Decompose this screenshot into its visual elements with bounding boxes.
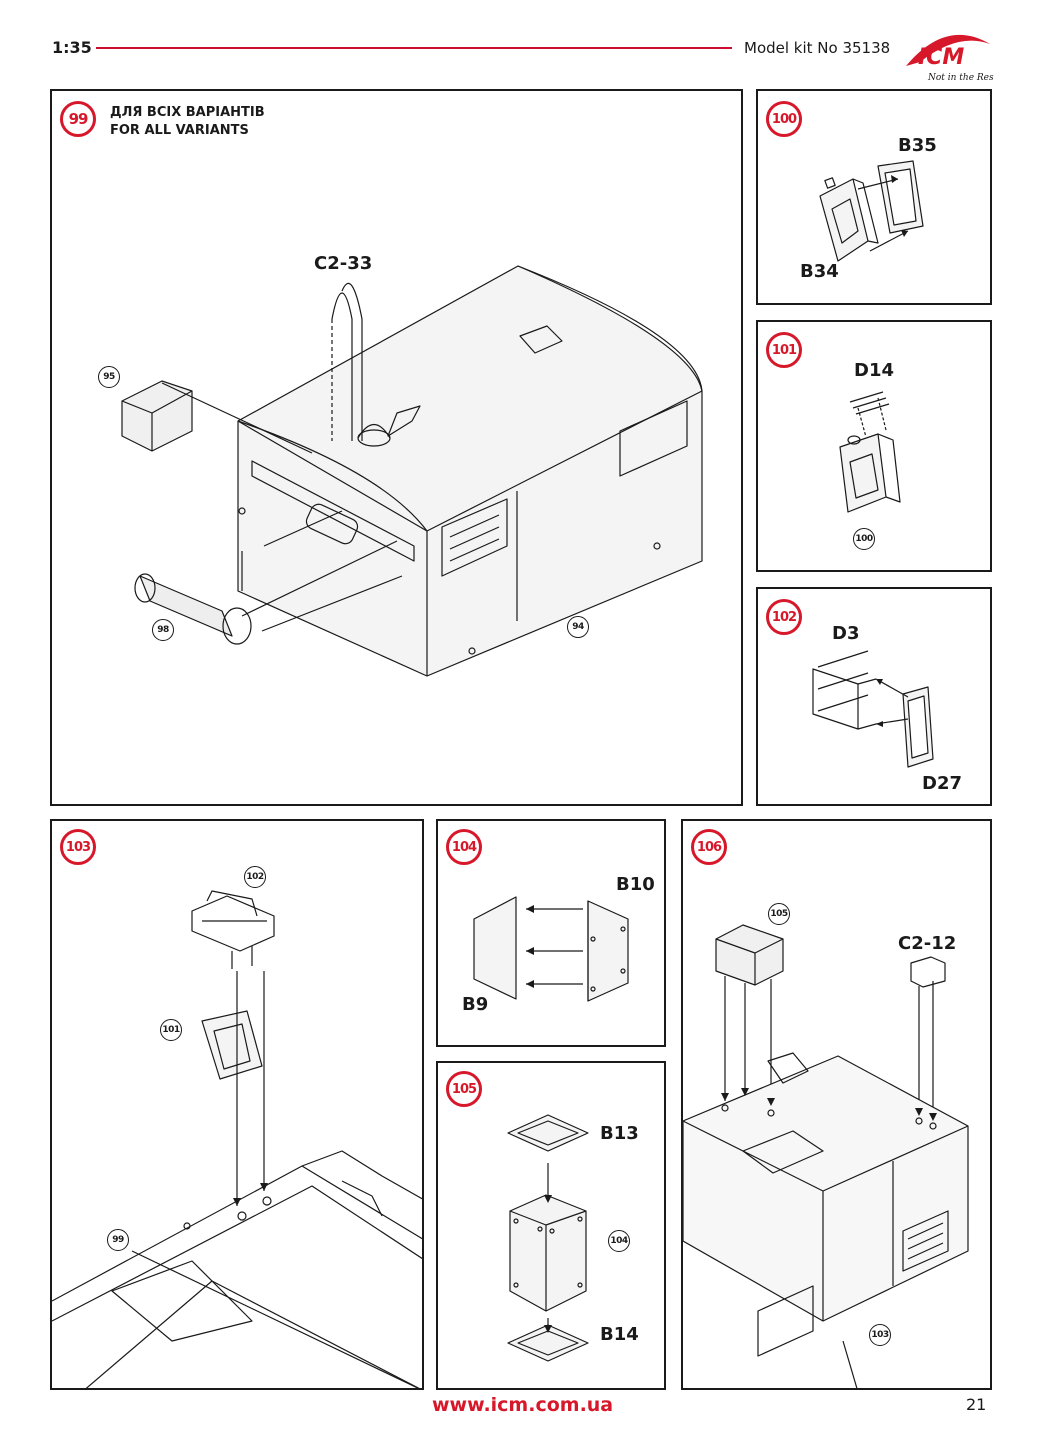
page-number: 21 bbox=[966, 1395, 987, 1414]
part-b10: B10 bbox=[616, 874, 655, 895]
step-101-badge: 101 bbox=[766, 332, 802, 368]
ref-101: 101 bbox=[160, 1019, 182, 1041]
part-b14: B14 bbox=[600, 1324, 639, 1345]
step-100-drawing bbox=[819, 160, 924, 262]
part-b35: B35 bbox=[898, 135, 937, 156]
step-101-drawing bbox=[839, 391, 901, 513]
step-105-badge: 105 bbox=[446, 1071, 482, 1107]
step-102-drawing bbox=[812, 650, 934, 768]
step-99-drawing bbox=[121, 265, 703, 677]
step-99-panel: 99 ДЛЯ ВСІХ ВАРІАНТІВ FOR ALL VARIANTS C… bbox=[50, 89, 743, 806]
ref-102: 102 bbox=[244, 866, 266, 888]
step-103-badge: 103 bbox=[60, 829, 96, 865]
part-d27: D27 bbox=[922, 773, 962, 794]
part-b34: B34 bbox=[800, 261, 839, 282]
part-b9: B9 bbox=[462, 994, 489, 1015]
header-divider bbox=[96, 47, 732, 49]
kit-number: Model kit No 35138 bbox=[744, 39, 891, 57]
variant-en: FOR ALL VARIANTS bbox=[110, 123, 249, 138]
part-c2-12: C2-12 bbox=[898, 933, 957, 954]
ref-95: 95 bbox=[98, 366, 120, 388]
step-104-drawing bbox=[473, 896, 629, 1002]
step-102-badge: 102 bbox=[766, 599, 802, 635]
ref-103: 103 bbox=[869, 1324, 891, 1346]
step-106-drawing bbox=[683, 924, 969, 1388]
icm-logo: ICM Not in the Rest bbox=[898, 26, 998, 84]
part-c2-33: C2-33 bbox=[314, 253, 373, 274]
step-101-panel: 101 D14 100 bbox=[756, 320, 992, 572]
ref-98: 98 bbox=[152, 619, 174, 641]
svg-text:ICM: ICM bbox=[918, 45, 964, 70]
website-link[interactable]: www.icm.com.ua bbox=[432, 1394, 614, 1416]
part-b13: B13 bbox=[600, 1123, 639, 1144]
step-105-drawing bbox=[507, 1114, 589, 1362]
step-106-badge: 106 bbox=[691, 829, 727, 865]
ref-104: 104 bbox=[608, 1230, 630, 1252]
step-100-panel: 100 B35 B34 bbox=[756, 89, 992, 305]
step-104-panel: 104 B10 B9 bbox=[436, 819, 666, 1047]
step-102-panel: 102 D3 D27 bbox=[756, 587, 992, 806]
step-100-badge: 100 bbox=[766, 101, 802, 137]
step-99-badge: 99 bbox=[60, 101, 96, 137]
variant-ua: ДЛЯ ВСІХ ВАРІАНТІВ bbox=[110, 105, 265, 120]
step-104-badge: 104 bbox=[446, 829, 482, 865]
part-d14: D14 bbox=[854, 360, 894, 381]
ref-99: 99 bbox=[107, 1229, 129, 1251]
svg-text:Not in the Rest: Not in the Rest bbox=[927, 73, 994, 83]
step-105-panel: 105 B13 104 B14 bbox=[436, 1061, 666, 1390]
ref-105: 105 bbox=[768, 903, 790, 925]
scale-label: 1:35 bbox=[52, 38, 92, 57]
step-106-panel: 106 105 C2-12 103 bbox=[681, 819, 992, 1390]
ref-100: 100 bbox=[853, 528, 875, 550]
step-103-drawing bbox=[52, 890, 422, 1388]
part-d3: D3 bbox=[832, 623, 860, 644]
step-103-panel: 103 102 101 99 bbox=[50, 819, 424, 1390]
ref-94: 94 bbox=[567, 616, 589, 638]
